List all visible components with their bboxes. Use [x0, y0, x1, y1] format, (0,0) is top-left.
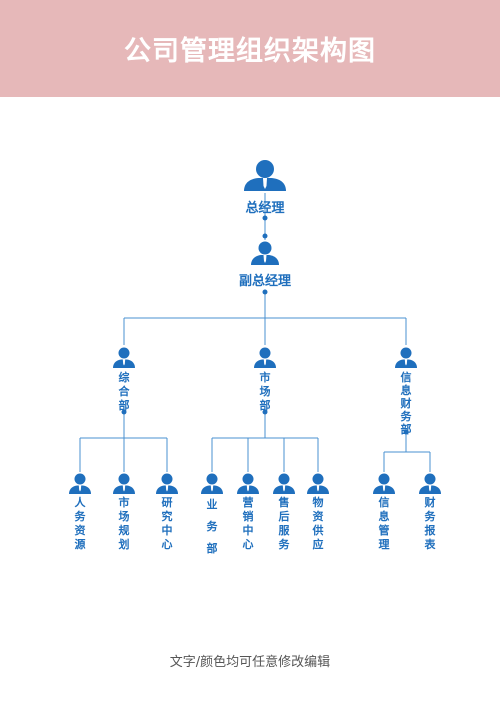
person-icon-deputy — [251, 241, 279, 265]
person-icon-unit — [113, 473, 135, 494]
node-label-unit: 物资供应 — [312, 496, 324, 551]
page-title: 公司管理组织架构图 — [124, 36, 376, 67]
node-label-unit: 人务资源 — [74, 496, 86, 551]
node-label-unit: 市场规划 — [118, 496, 130, 551]
person-icon-unit — [273, 473, 295, 494]
person-icon-unit — [373, 473, 395, 494]
connector-dot — [262, 233, 268, 239]
person-icon-unit — [307, 473, 329, 494]
connector-dot — [121, 409, 127, 415]
connector-dot — [262, 289, 268, 295]
node-label-unit: 研究中心 — [161, 496, 173, 551]
node-label-unit: 信息管理 — [378, 496, 390, 551]
person-icon-department — [113, 347, 135, 368]
person-icon-department — [395, 347, 417, 368]
person-icon-unit — [156, 473, 178, 494]
person-icon-ceo — [244, 160, 286, 191]
person-icon-unit — [419, 473, 441, 494]
node-label-dept: 市场部 — [259, 371, 271, 412]
node-label-unit: 营销中心 — [242, 496, 254, 551]
person-icon-unit — [69, 473, 91, 494]
connector-dot — [403, 429, 409, 435]
title-banner: 公司管理组织架构图 — [0, 0, 500, 97]
person-icon-department — [254, 347, 276, 368]
person-icon-unit — [237, 473, 259, 494]
node-label-unit: 业务部 — [206, 498, 218, 555]
node-label-dept: 信息财务部 — [400, 371, 412, 436]
edit-note: 文字/颜色均可任意修改编辑 — [169, 655, 331, 670]
node-label-ceo: 总经理 — [245, 201, 285, 216]
connector-dot — [262, 215, 268, 221]
node-label-dept: 综合部 — [118, 371, 130, 412]
connector-dot — [262, 409, 268, 415]
node-label-deputy: 副总经理 — [238, 274, 292, 289]
person-icon-unit — [201, 473, 223, 494]
node-label-unit: 财务报表 — [424, 496, 436, 551]
node-label-unit: 售后服务 — [278, 496, 290, 551]
